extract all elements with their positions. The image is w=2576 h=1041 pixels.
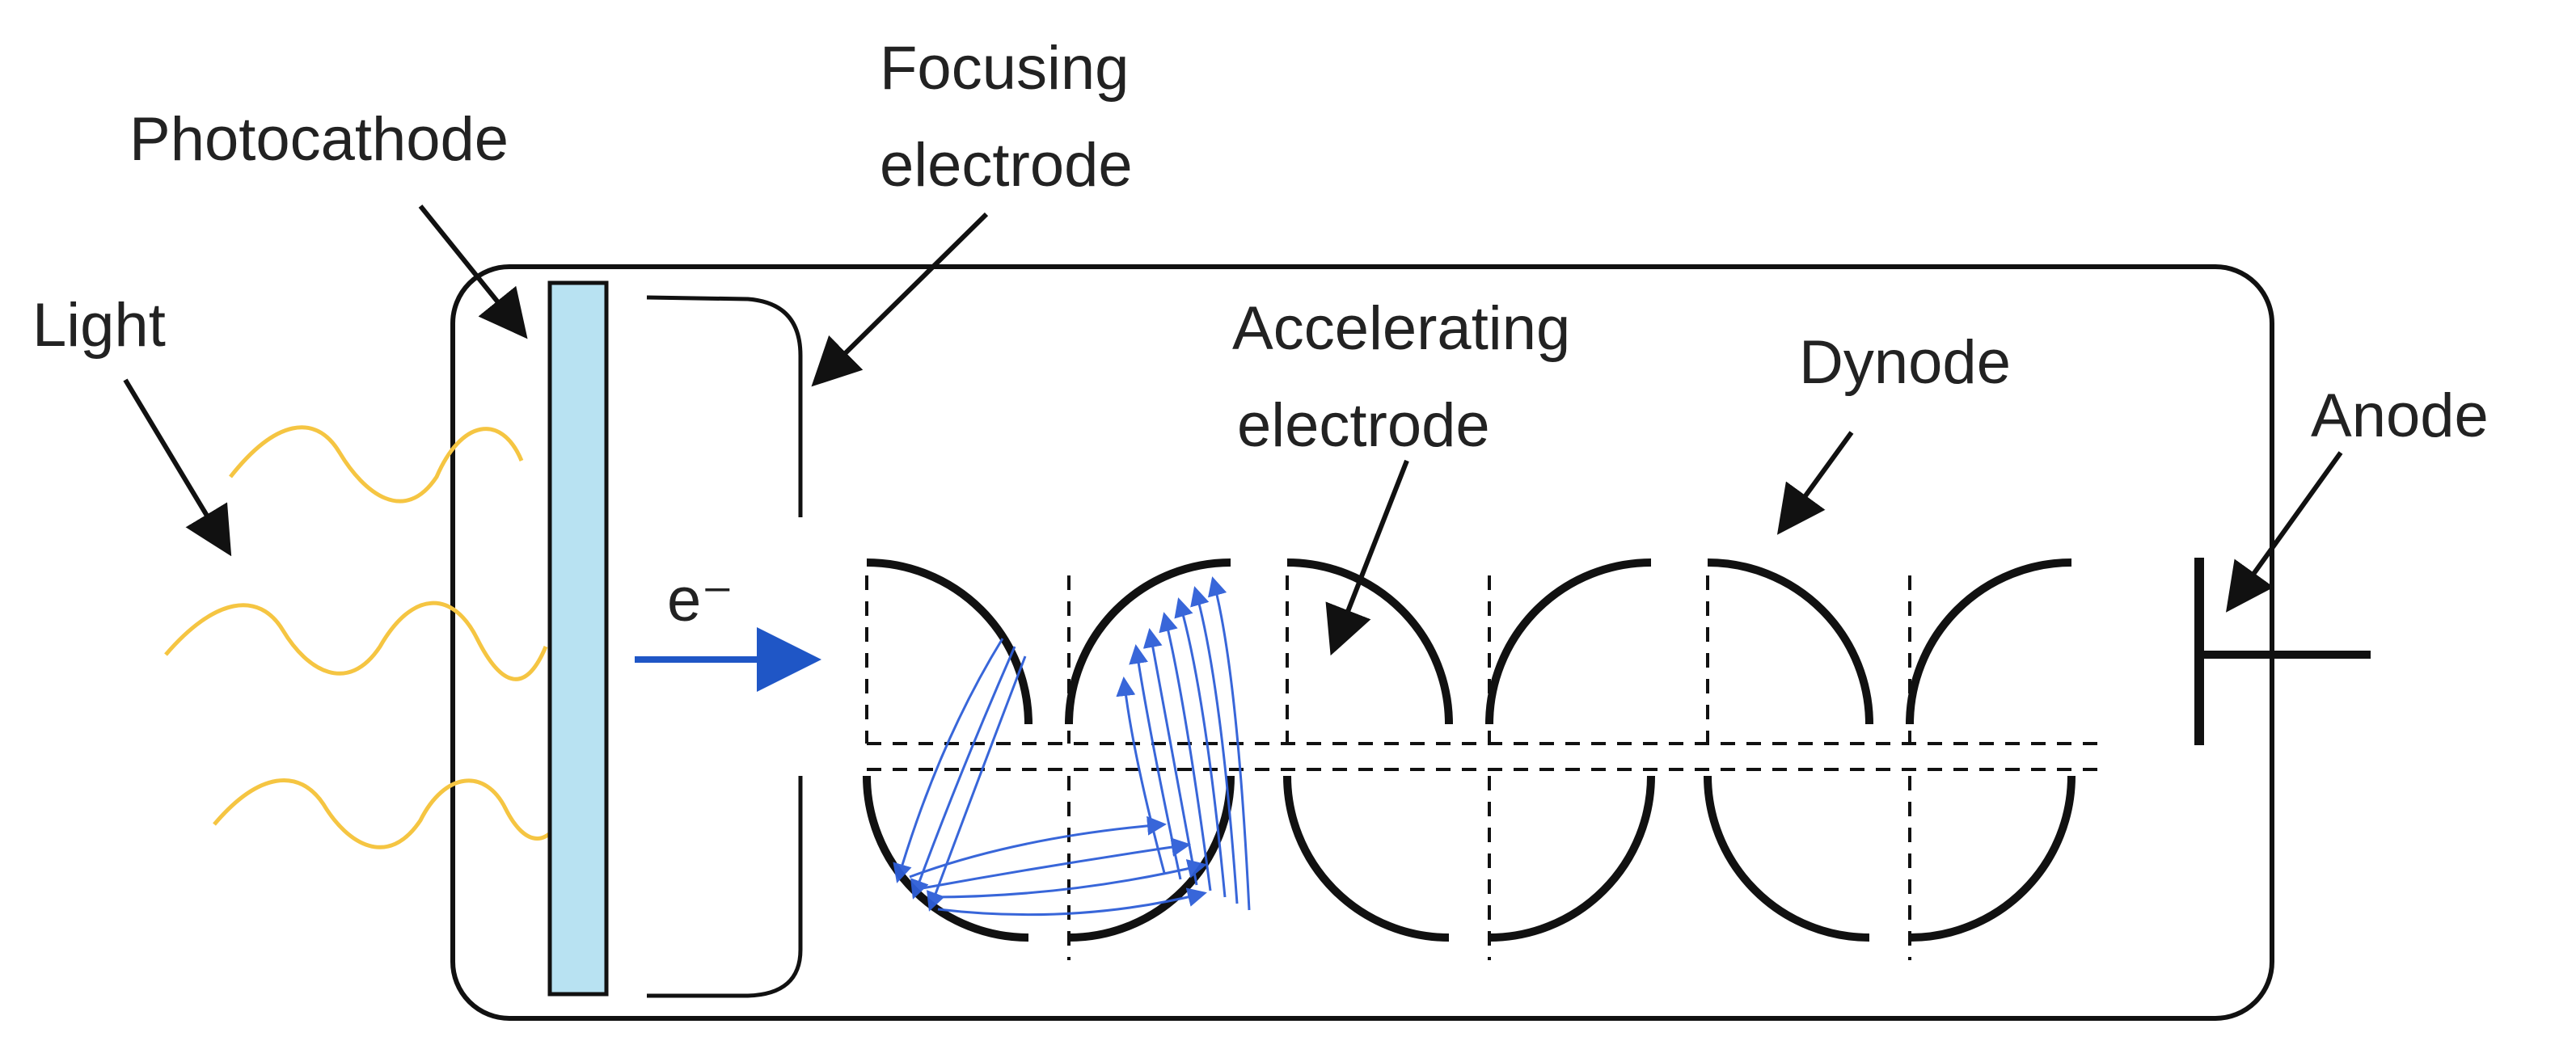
accelerating-electrode-grid <box>865 575 2102 960</box>
photocathode-plate <box>547 280 609 997</box>
light-label: Light <box>32 291 166 360</box>
dynode-bottom-2 <box>1068 775 1235 942</box>
dynode-bottom-4 <box>1489 775 1655 942</box>
anode <box>2194 558 2371 745</box>
electron-label: e⁻ <box>667 566 733 634</box>
dynode-bottom-3 <box>1283 775 1450 942</box>
focusing-electrode <box>646 295 803 998</box>
dynode-top-6 <box>1906 558 2072 725</box>
light-wave-middle <box>164 601 548 681</box>
dynode-bottom-5 <box>1704 775 1870 942</box>
accelerating-electrode-label-line-1: Accelerating <box>1232 294 1570 363</box>
tube-envelope <box>450 264 2274 1021</box>
dynode-top-4 <box>1485 558 1652 725</box>
photocathode-label: Photocathode <box>129 105 509 174</box>
light-wave-bottom <box>213 778 568 849</box>
dynode-label: Dynode <box>1799 328 2011 397</box>
focusing-electrode-label-line-1: Focusing <box>880 34 1129 103</box>
light-wave-top <box>229 425 524 504</box>
secondary-electron-paths <box>893 576 1251 917</box>
light-waves <box>164 425 568 849</box>
dynode-top-1 <box>866 558 1033 725</box>
dynode-bottom-6 <box>1909 775 2076 942</box>
dynode-top-5 <box>1707 558 1873 725</box>
dynode-top-2 <box>1065 558 1231 725</box>
dynode-chain <box>863 558 2076 942</box>
focusing-electrode-label-line-2: electrode <box>880 131 1133 200</box>
callout-arrows <box>123 204 2343 656</box>
dynode-top-3 <box>1286 558 1453 725</box>
accelerating-electrode-label-line-2: electrode <box>1237 391 1490 460</box>
anode-label: Anode <box>2311 381 2489 450</box>
